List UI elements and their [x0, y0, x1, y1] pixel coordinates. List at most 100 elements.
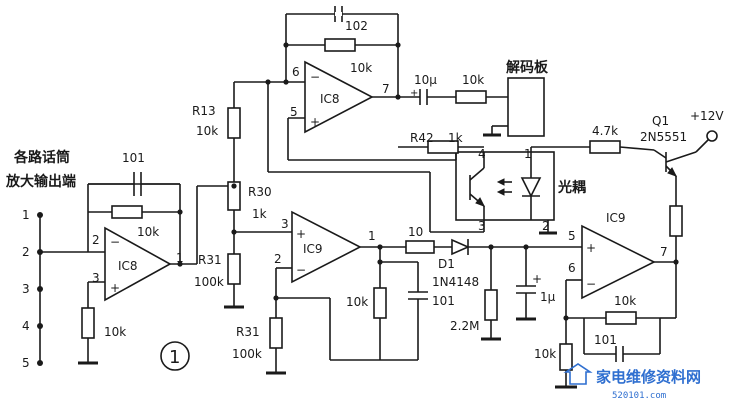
- r22m-resistor: [484, 289, 498, 321]
- c102-gap: [335, 12, 342, 16]
- ic8-input-amplifier: IC8 − + 2 3 1 10k 101 10k: [78, 151, 197, 365]
- d1-diode: [451, 238, 470, 256]
- junction-ic8b-fb-r-left: [283, 42, 289, 48]
- decoder-series-resistor: [455, 90, 487, 104]
- r30-label: R30: [248, 185, 272, 199]
- ic8a-bias-resistor: [81, 307, 95, 339]
- decoder-series-resistor-value: 10k: [462, 73, 484, 87]
- ic8b-minus: −: [310, 70, 320, 84]
- series-10-resistor: [405, 240, 435, 254]
- c102-value: 102: [345, 19, 368, 33]
- ic8a-pin3: 3: [92, 271, 100, 285]
- pin-dot-3: [37, 286, 43, 292]
- pin-dot-1: [37, 212, 43, 218]
- ic8b-fb-resistor-value: 10k: [350, 61, 372, 75]
- light-arrowhead-1: [496, 178, 505, 186]
- supply-label: +12V: [690, 109, 724, 123]
- ic9a-label: IC9: [303, 242, 323, 256]
- ic8a-fb-resistor-value: 10k: [137, 225, 159, 239]
- source-label-line1: 各路话筒: [13, 149, 70, 166]
- r42-label: R42: [410, 131, 434, 145]
- ic8b-pin7: 7: [382, 82, 390, 96]
- r13-value: 10k: [196, 124, 218, 138]
- pin-label-5: 5: [22, 356, 30, 370]
- junction-ic9a-fb: [273, 295, 279, 301]
- pin-dot-5: [37, 360, 43, 366]
- ic9b-pin6: 6: [568, 261, 576, 275]
- ic8a-triangle: [104, 226, 172, 302]
- ic9b-label: IC9: [606, 211, 626, 225]
- opto-pin2: 2: [542, 219, 550, 233]
- ic9a-minus: −: [296, 263, 306, 277]
- opto-pin3: 3: [478, 219, 486, 233]
- d1-type: 1N4148: [432, 275, 479, 289]
- series-10-resistor-value: 10: [408, 225, 423, 239]
- ic9b-triangle: [581, 224, 656, 300]
- r31a-label: R31: [198, 253, 222, 267]
- figure-number-circle: [160, 341, 190, 371]
- pin-label-3: 3: [22, 282, 30, 296]
- pin-dot-4: [37, 323, 43, 329]
- r31a-resistor: [227, 253, 241, 285]
- junction-ic8b-fb-r-right: [395, 42, 401, 48]
- junction-ic8a-out: [177, 261, 183, 267]
- ic9-output-comparator: IC9 + − 5 6 7 10k 101 10k: [534, 180, 683, 389]
- phototransistor-arrow: [475, 197, 486, 207]
- ic8b-triangle: [304, 60, 374, 134]
- opto-pin1: 1: [524, 147, 532, 161]
- pin-label-4: 4: [22, 319, 30, 333]
- q1-supply-lead: [695, 139, 709, 153]
- r42-value: 1k: [448, 131, 463, 145]
- d1-label: D1: [438, 257, 455, 271]
- r22m-value: 2.2M: [450, 319, 479, 333]
- c1u-value: 1μ: [540, 290, 556, 304]
- ic9b-ground-resistor-value: 10k: [534, 347, 556, 361]
- phototransistor-collector: [469, 167, 485, 181]
- ic9a-pin1: 1: [368, 229, 376, 243]
- ic8a-bias-resistor-value: 10k: [104, 325, 126, 339]
- c101c-value: 101: [594, 333, 617, 347]
- q1-emitter-arrow: [667, 167, 678, 177]
- r31b-value: 100k: [232, 347, 262, 361]
- optocoupler-label: 光耦: [557, 179, 586, 196]
- ic9a-pin2: 2: [274, 252, 282, 266]
- decoder-board: [507, 77, 545, 137]
- pin-label-1: 1: [22, 208, 30, 222]
- c10u-plus: +: [410, 88, 418, 99]
- divider-network: R13 10k R30 1k R31 100k: [192, 82, 292, 309]
- source-label-line2: 放大输出端: [5, 173, 76, 190]
- ic9-middle-amplifier: IC9 + − 3 2 1 R31 100k 10k 101 10: [232, 210, 598, 375]
- house-icon: [563, 363, 593, 385]
- q1-collector: [653, 149, 667, 159]
- ic9b-pin5: 5: [568, 229, 576, 243]
- r47k-value: 4.7k: [592, 124, 618, 138]
- ic9b-feedback-resistor: [605, 311, 637, 325]
- ic8b-label: IC8: [320, 92, 340, 106]
- ic9b-pin7: 7: [660, 245, 668, 259]
- watermark-url: 520101.com: [612, 391, 666, 401]
- q1-type: 2N5551: [640, 130, 687, 144]
- ic9a-triangle: [291, 210, 362, 284]
- ic8b-pin6: 6: [292, 65, 300, 79]
- ic8a-minus: −: [110, 235, 120, 249]
- r47k-right-lead: [619, 146, 655, 151]
- ic8a-feedback-resistor: [111, 205, 143, 219]
- watermark-title: 家电维修资料网: [596, 368, 701, 386]
- c1u-plus: +: [532, 272, 542, 286]
- decoder-label: 解码板: [506, 59, 549, 76]
- junction-ic8b-out: [395, 94, 401, 100]
- ic8b-feedback-resistor: [324, 38, 356, 52]
- optocoupler: 光耦 4 1 3 2 R42 1k: [267, 82, 586, 235]
- c101b-value: 101: [432, 294, 455, 308]
- r30-value: 1k: [252, 207, 267, 221]
- input-header: 1 2 3 4 5 各路话筒 放大输出端: [5, 149, 88, 370]
- optocoupler-body: [455, 151, 555, 221]
- q1-base-resistor: [669, 205, 683, 237]
- r31b-label: R31: [236, 325, 260, 339]
- c10u-value: 10μ: [414, 73, 437, 87]
- ic9a-fb-resistor-value: 10k: [346, 295, 368, 309]
- ic8a-pin2: 2: [92, 233, 100, 247]
- ic8b-pin5: 5: [290, 105, 298, 119]
- junction-ic8a-fb: [177, 209, 183, 215]
